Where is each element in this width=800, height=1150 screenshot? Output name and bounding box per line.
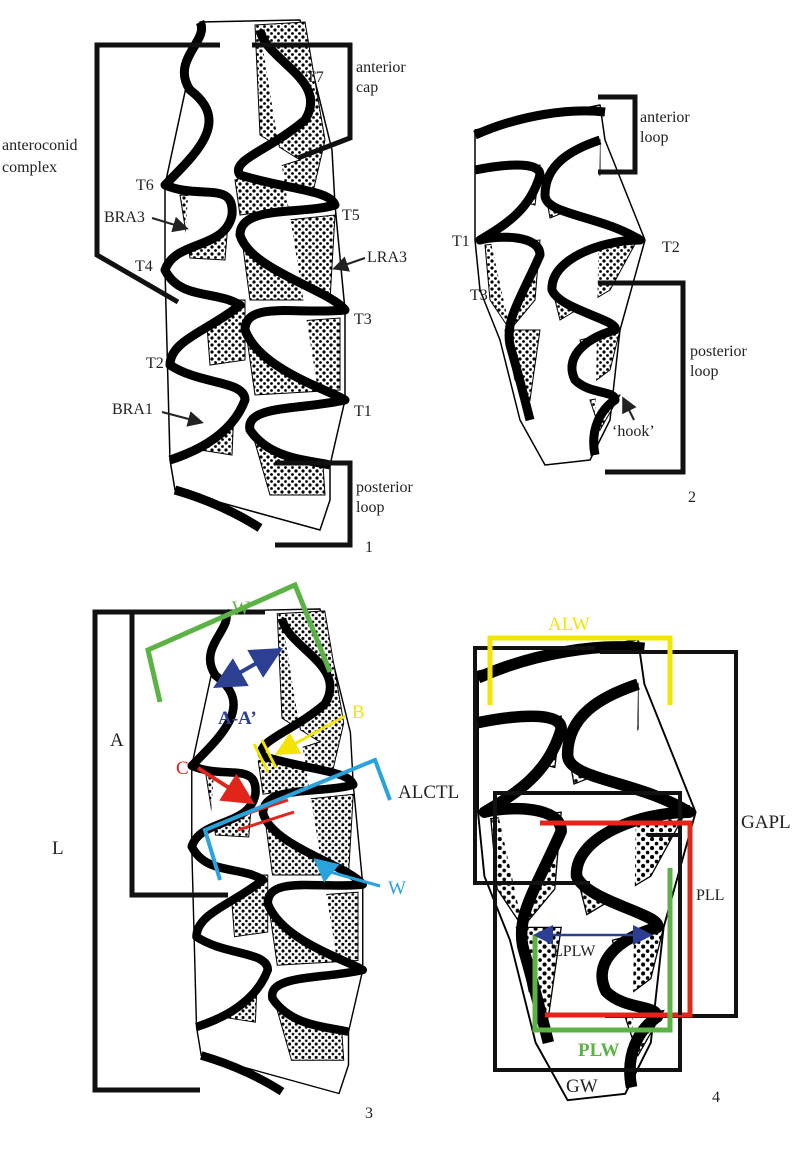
panel-3: W’ A-A’ B A C L W 3: [52, 581, 406, 1122]
anterior-loop-bracket: [598, 94, 638, 175]
anteroconid-label-2: complex: [2, 159, 57, 176]
hook-arrow: [622, 396, 637, 421]
W-bracket: [202, 757, 392, 881]
anterior-loop-label-1: anterior: [640, 109, 690, 126]
posterior-loop-label-1b: loop: [356, 499, 384, 516]
label-T1-p2: T1: [452, 233, 470, 250]
label-L: L: [52, 838, 64, 859]
ALCTL-box: [473, 646, 595, 885]
PLL-inner-bracket: [648, 833, 682, 1015]
A-A-prime-arrow: [213, 648, 283, 688]
panel-4: ALW ALCTL GAPL PLL LPLW PLW GW 4: [398, 614, 791, 1106]
anteroconid-complex-bracket: [94, 42, 220, 305]
label-T6: T6: [136, 177, 154, 194]
A-bracket: [129, 609, 265, 898]
label-T7: T7: [306, 69, 324, 86]
panel-1: anteroconid complex anterior cap T7 T6 B…: [2, 20, 414, 556]
B-line-2: [260, 739, 278, 769]
posterior-loop-bracket-2: [598, 280, 686, 475]
B-arrow: [274, 714, 346, 755]
label-ALCTL: ALCTL: [398, 782, 459, 803]
B-line-1: [252, 743, 270, 773]
posterior-loop-label-2b: loop: [690, 363, 718, 380]
L-bracket: [92, 609, 200, 1093]
C-arrow: [196, 766, 255, 805]
panel-number-3: 3: [365, 1105, 373, 1122]
PLL-bracket: [540, 820, 693, 1018]
label-T4: T4: [135, 258, 153, 275]
label-LPLW: LPLW: [553, 943, 596, 960]
anterior-cap-bracket: [252, 42, 353, 161]
hook-label: ‘hook’: [612, 423, 655, 440]
W-prime-bracket: [145, 581, 333, 703]
lra3-arrow: [332, 256, 366, 272]
label-ALW: ALW: [548, 614, 590, 635]
label-A-A-prime: A-A’: [218, 708, 257, 729]
C-line-2: [237, 810, 295, 832]
label-T5: T5: [342, 207, 360, 224]
panel-number-2: 2: [688, 489, 696, 506]
panel-number-4: 4: [712, 1089, 720, 1106]
tooth-outline-1: [165, 20, 345, 530]
label-BRA1: BRA1: [112, 401, 153, 418]
anterior-cap-label-1: anterior: [356, 59, 406, 76]
anterior-cap-label-2: cap: [356, 79, 378, 96]
label-GW: GW: [566, 1076, 598, 1097]
posterior-loop-bracket-1: [275, 460, 353, 548]
posterior-loop-label-2a: posterior: [690, 343, 748, 360]
bra1-arrow: [161, 411, 204, 427]
anteroconid-label-1: anteroconid: [2, 137, 78, 154]
label-W-prime: W’: [232, 598, 256, 619]
PLW-bracket: [532, 868, 673, 1033]
label-PLW: PLW: [578, 1040, 620, 1061]
label-T3-p2: T3: [470, 287, 488, 304]
label-BRA3: BRA3: [104, 209, 145, 226]
label-GAPL: GAPL: [741, 812, 791, 833]
label-A: A: [110, 730, 124, 751]
panel-number-1: 1: [365, 539, 373, 556]
label-LRA3: LRA3: [367, 249, 407, 266]
posterior-loop-label-1a: posterior: [356, 479, 414, 496]
panel-2: anterior loop T1 T2 T3 posterior loop ‘h…: [452, 94, 748, 506]
anterior-loop-label-2: loop: [640, 129, 668, 146]
label-T1: T1: [354, 403, 372, 420]
label-C: C: [176, 758, 189, 779]
label-PLL: PLL: [696, 887, 724, 904]
label-T2-p2: T2: [662, 239, 680, 256]
tooth-outline-3: [192, 609, 363, 1094]
label-T2: T2: [146, 355, 164, 372]
label-W: W: [388, 878, 406, 899]
bra3-arrow: [151, 216, 189, 233]
W-arrow: [313, 858, 381, 888]
label-B: B: [352, 702, 365, 723]
label-T3: T3: [354, 311, 372, 328]
ALW-bracket: [487, 635, 673, 705]
